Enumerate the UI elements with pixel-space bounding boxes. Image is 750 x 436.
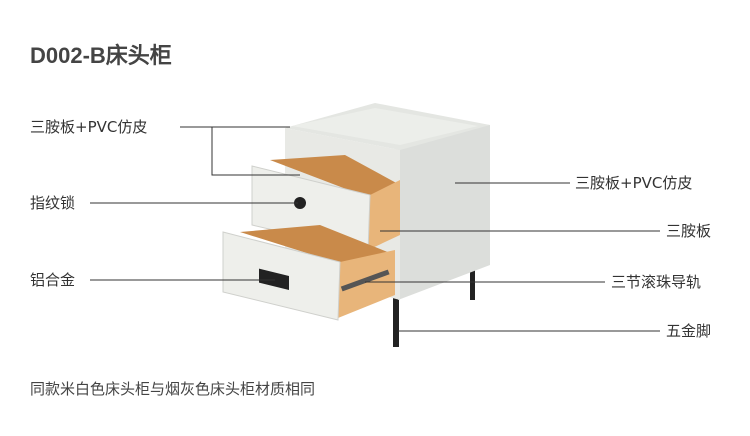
label-legs: 五金脚 xyxy=(666,322,712,340)
fingerprint-lock-icon xyxy=(294,197,306,209)
label-slide-rail: 三节滚珠导轨 xyxy=(611,273,702,291)
upper-drawer-interior xyxy=(270,155,400,200)
leg-front xyxy=(393,285,399,347)
top-tray xyxy=(292,108,478,145)
aluminum-handle xyxy=(259,268,289,291)
slide-rail xyxy=(340,269,390,292)
upper-drawer-side xyxy=(368,180,400,250)
label-melamine: 三胺板 xyxy=(666,222,712,240)
lower-drawer-side xyxy=(338,250,395,318)
side-panel xyxy=(395,118,490,300)
leg-back xyxy=(470,255,475,300)
page-title: D002-B床头柜 xyxy=(30,43,172,68)
label-right-top-material: 三胺板+PVC仿皮 xyxy=(575,174,693,192)
lower-drawer-interior xyxy=(240,225,395,265)
callout-lines xyxy=(90,126,660,332)
label-aluminum: 铝合金 xyxy=(30,271,76,289)
label-left-top-material: 三胺板+PVC仿皮 xyxy=(30,118,148,136)
label-fingerprint-lock: 指纹锁 xyxy=(30,194,76,212)
footnote: 同款米白色床头柜与烟灰色床头柜材质相同 xyxy=(30,380,316,398)
